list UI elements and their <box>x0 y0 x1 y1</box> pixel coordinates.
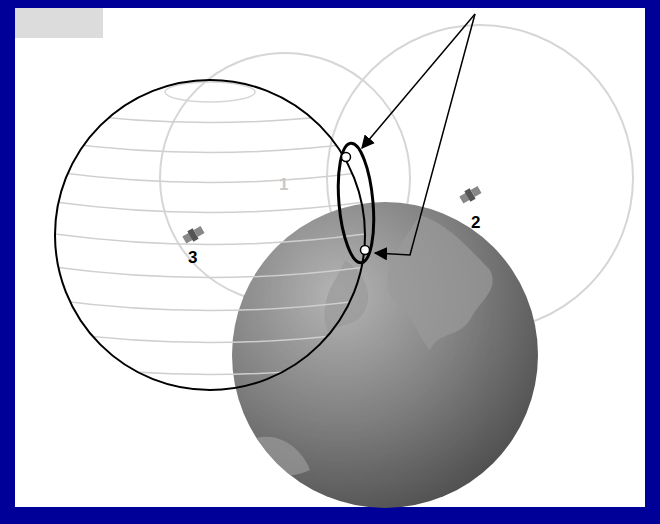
sphere-3 <box>55 80 365 390</box>
continents <box>250 215 493 475</box>
fix-point <box>361 246 370 255</box>
fix-point <box>342 153 351 162</box>
earth <box>232 202 538 508</box>
satellite-icon <box>458 184 482 205</box>
sphere-cap <box>165 82 255 102</box>
callout-number: 3 <box>188 249 197 266</box>
pointer-arrow <box>375 14 475 255</box>
satellite-icon <box>181 224 205 245</box>
grey-tab <box>15 8 103 38</box>
callout-number: 1 <box>279 176 288 193</box>
callout-number: 2 <box>471 214 480 231</box>
pointer-arrow <box>362 14 475 148</box>
panel <box>15 8 645 507</box>
intersection-ring <box>334 142 378 265</box>
